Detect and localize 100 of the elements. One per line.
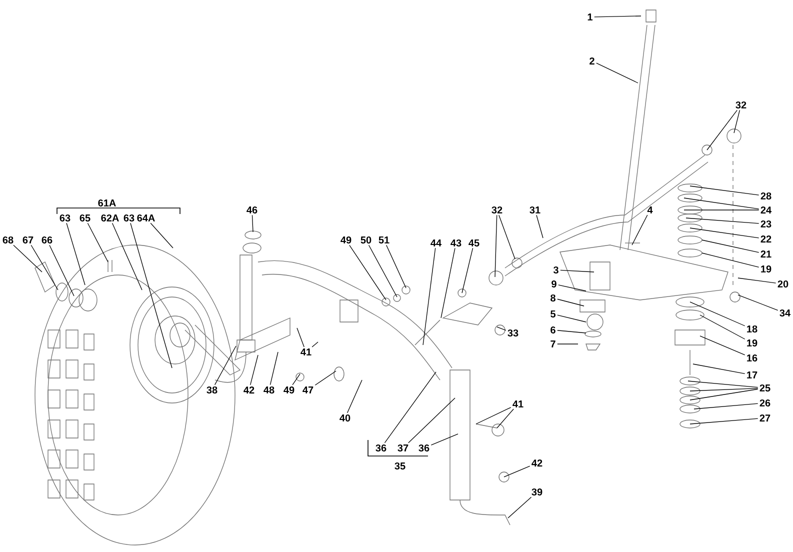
leader-line — [13, 244, 42, 272]
leader-line — [738, 294, 778, 311]
callout-number: 16 — [747, 354, 758, 362]
leader-line — [346, 380, 362, 414]
leader-line — [498, 214, 516, 260]
leader-line — [700, 336, 746, 356]
leader-line — [690, 418, 758, 424]
leader-line — [738, 278, 776, 284]
callout-number: 49 — [340, 236, 352, 244]
leader-line — [690, 186, 760, 196]
callout-number: 40 — [340, 414, 350, 422]
callout-number: 21 — [760, 250, 772, 258]
leader-line — [557, 298, 584, 306]
callout-number: 46 — [246, 206, 258, 214]
callout-number: 47 — [302, 386, 314, 394]
callout-number: 17 — [747, 372, 758, 378]
leader-line — [87, 222, 108, 262]
callout-number: 44 — [430, 240, 442, 246]
leader-line — [560, 270, 594, 272]
leader-line — [686, 218, 760, 224]
leader-line — [734, 110, 740, 134]
leader-line — [368, 244, 398, 298]
callout-number: 38 — [206, 386, 218, 394]
callout-number: 41 — [300, 348, 312, 356]
callout-number: 62A — [101, 214, 119, 222]
leader-line — [684, 198, 760, 210]
callout-number: 23 — [760, 220, 772, 228]
callout-number: 8 — [550, 294, 556, 302]
leader-line — [508, 496, 532, 518]
group-label: 35 — [394, 462, 406, 470]
leader-line — [494, 214, 498, 278]
leader-line — [422, 248, 436, 346]
leader-line — [694, 403, 758, 410]
leader-line — [706, 110, 738, 150]
leader-line — [690, 302, 746, 326]
callout-number: 19 — [761, 265, 772, 273]
leader-line — [536, 214, 544, 238]
callout-number: 2 — [590, 58, 594, 64]
callout-number: 19 — [747, 339, 758, 347]
callout-number: 39 — [532, 488, 542, 496]
leader-line — [496, 326, 506, 331]
callout-number: 48 — [264, 386, 274, 394]
callout-number: 67 — [22, 236, 34, 244]
callout-number: 33 — [508, 329, 518, 337]
leader-line — [30, 244, 58, 290]
callout-number: 31 — [530, 206, 540, 214]
leader-line — [596, 62, 638, 84]
leader-line — [430, 434, 458, 446]
leader-line — [214, 346, 236, 386]
leader-line — [632, 214, 648, 246]
leader-line — [440, 248, 456, 318]
callout-number: 63 — [124, 214, 134, 222]
callout-number: 22 — [760, 236, 772, 242]
callout-number: 25 — [760, 384, 770, 392]
leader-line — [504, 466, 530, 478]
callout-number: 7 — [550, 340, 556, 348]
callout-number: 18 — [747, 325, 758, 333]
callout-number: 24 — [760, 206, 772, 214]
leader-line — [462, 248, 474, 294]
callout-number: 26 — [760, 399, 770, 407]
callout-number: 3 — [553, 266, 558, 274]
leader-line — [690, 388, 758, 392]
callout-number: 37 — [398, 444, 408, 452]
group-label: 61A — [98, 199, 116, 207]
leader-line — [130, 222, 172, 368]
callout-number: 51 — [378, 236, 390, 244]
leader-line — [66, 222, 86, 286]
leader-line — [270, 352, 278, 386]
leader-line — [702, 240, 760, 253]
leader-line — [386, 244, 406, 288]
leader-line — [314, 370, 336, 386]
callout-number: 64A — [137, 214, 155, 222]
leader-line — [49, 244, 74, 296]
leader-line — [702, 252, 760, 268]
leader-line — [690, 388, 758, 400]
leader-line — [349, 244, 386, 300]
callout-number: 68 — [2, 236, 14, 244]
callout-number: 43 — [450, 239, 462, 247]
leader-line — [150, 222, 174, 248]
leader-line — [594, 16, 642, 18]
callout-number: 63 — [60, 214, 70, 222]
callout-number: 28 — [760, 192, 772, 200]
callout-number: 65 — [80, 214, 90, 222]
leader-line — [557, 314, 586, 322]
leader-line — [312, 342, 318, 348]
callout-number: 20 — [778, 280, 788, 288]
callout-number: 36 — [376, 444, 386, 452]
leader-line — [250, 354, 258, 386]
callout-number: 1 — [588, 14, 592, 20]
leader-line — [557, 330, 586, 334]
leader-line — [692, 364, 746, 374]
leader-line — [384, 372, 436, 444]
callout-number: 32 — [492, 206, 502, 214]
callout-number: 36 — [418, 444, 430, 452]
callout-number: 9 — [552, 280, 556, 288]
leader-line — [112, 222, 142, 290]
leader-line — [296, 328, 304, 348]
leader-line — [558, 284, 586, 292]
callout-number: 45 — [468, 240, 480, 246]
leader-line — [252, 214, 254, 232]
